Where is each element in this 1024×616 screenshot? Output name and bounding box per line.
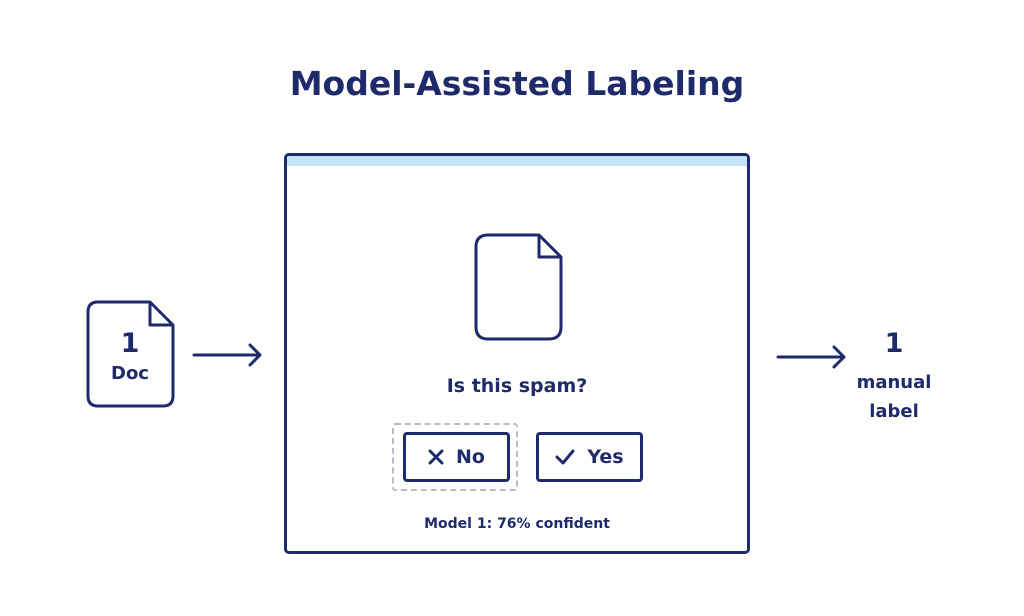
output-label-line2: label — [869, 401, 919, 422]
input-document-icon — [86, 300, 175, 408]
model-suggestion-highlight — [392, 423, 518, 491]
output-count: 1 — [884, 328, 904, 359]
output-label-line1: manual — [856, 372, 932, 393]
spam-question: Is this spam? — [446, 375, 588, 397]
check-icon — [555, 449, 575, 465]
document-icon — [474, 233, 563, 341]
no-button[interactable]: No — [403, 432, 510, 482]
output-label: manual label — [842, 368, 946, 426]
no-button-label: No — [456, 446, 485, 468]
model-confidence: Model 1: 76% confident — [424, 516, 610, 532]
yes-button-label: Yes — [587, 446, 624, 468]
arrow-right-icon — [776, 345, 846, 369]
panel-header-bar — [287, 156, 747, 166]
labeling-panel: Is this spam? No Yes Model 1: 76% confid… — [284, 153, 750, 554]
input-count: 1 — [120, 328, 140, 359]
input-label: Doc — [111, 363, 149, 384]
yes-button[interactable]: Yes — [536, 432, 643, 482]
x-icon — [428, 449, 444, 465]
arrow-right-icon — [192, 343, 262, 367]
page-title: Model-Assisted Labeling — [289, 64, 745, 103]
